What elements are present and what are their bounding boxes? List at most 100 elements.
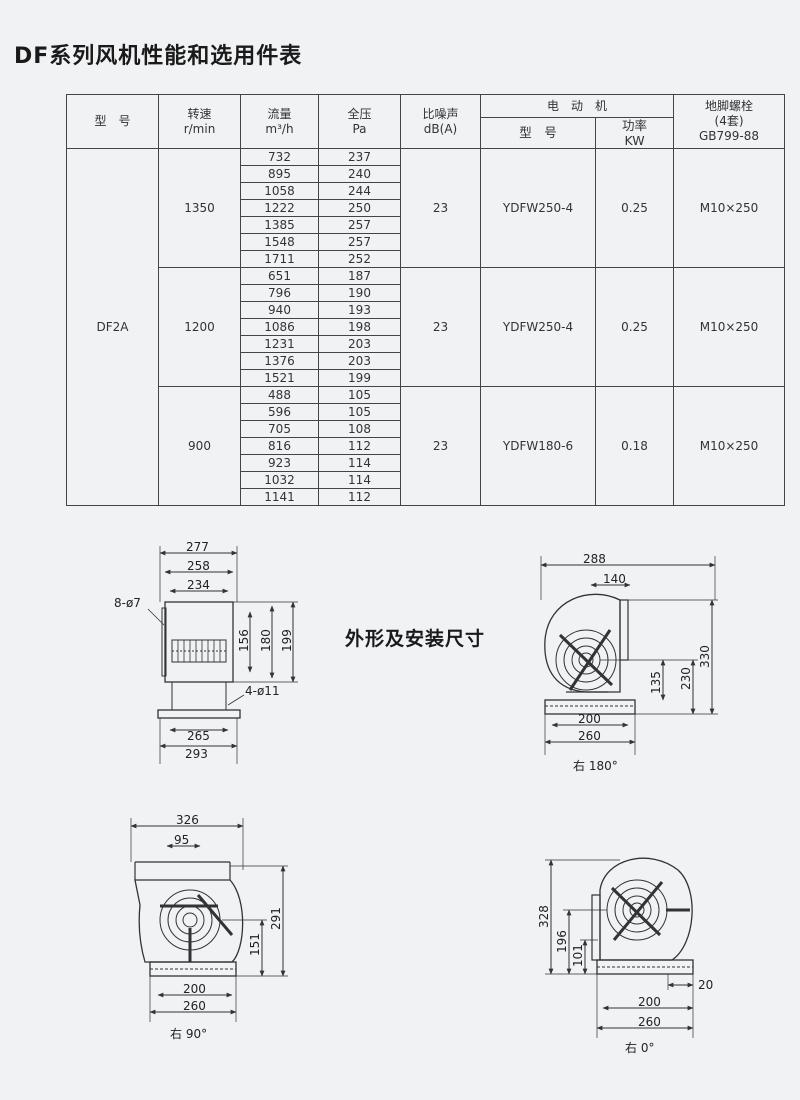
dim-200-c: 200 [638, 995, 661, 1009]
header-bolt: 地脚螺栓 (4套) GB799-88 [673, 94, 786, 149]
cell-pressure: 114 [318, 454, 401, 472]
performance-table: 型 号 转速 r/min 流量 m³/h 全压 Pa 比噪声 dB(A) 电 动… [66, 94, 786, 506]
dim-277: 277 [186, 540, 209, 554]
cell-flow: 651 [240, 267, 319, 285]
dim-200-a: 200 [578, 712, 601, 726]
dim-230: 230 [679, 667, 693, 690]
header-power-unit: KW [624, 133, 645, 148]
dim-199: 199 [280, 629, 294, 652]
cell-speed: 1350 [158, 148, 241, 268]
view-right-180-drawing [540, 556, 718, 755]
dim-95: 95 [174, 833, 189, 847]
header-motor: 电 动 机 [479, 94, 675, 118]
cell-flow: 1086 [240, 318, 319, 336]
cell-flow: 1141 [240, 488, 319, 506]
installation-drawings: 277 258 234 8-ø7 156 180 199 4-ø11 265 2… [114, 540, 718, 1055]
cell-flow: 732 [240, 148, 319, 166]
cell-bolt: M10×250 [673, 148, 786, 268]
cell-flow: 1058 [240, 182, 319, 200]
caption-right-0: 右 0° [625, 1040, 654, 1055]
cell-flow: 940 [240, 301, 319, 319]
cell-bolt: M10×250 [673, 267, 786, 387]
page-title: DF系列风机性能和选用件表 [14, 44, 303, 69]
dim-260-c: 260 [638, 1015, 661, 1029]
dim-140: 140 [603, 572, 626, 586]
cell-pressure: 112 [318, 488, 401, 506]
header-pressure: 全压 Pa [318, 94, 401, 149]
section-title: 外形及安装尺寸 [345, 628, 486, 650]
cell-flow: 1376 [240, 352, 319, 370]
header-model: 型 号 [66, 94, 159, 149]
cell-speed: 900 [158, 386, 241, 506]
cell-noise: 23 [400, 267, 481, 387]
cell-speed: 1200 [158, 267, 241, 387]
cell-bolt: M10×250 [673, 386, 786, 506]
cell-pressure: 203 [318, 352, 401, 370]
dim-265: 265 [187, 729, 210, 743]
cell-noise: 23 [400, 148, 481, 268]
dim-260-b: 260 [183, 999, 206, 1013]
cell-flow: 705 [240, 420, 319, 438]
header-noise: 比噪声 dB(A) [400, 94, 481, 149]
cell-motor-model: YDFW250-4 [480, 267, 596, 387]
cell-noise: 23 [400, 386, 481, 506]
cell-flow: 1521 [240, 369, 319, 387]
cell-pressure: 240 [318, 165, 401, 183]
cell-flow: 1222 [240, 199, 319, 217]
cell-pressure: 198 [318, 318, 401, 336]
caption-right-90: 右 90° [170, 1026, 207, 1041]
header-bolt-std: GB799-88 [698, 129, 760, 143]
header-speed: 转速 r/min [158, 94, 241, 149]
cell-flow: 596 [240, 403, 319, 421]
label-holes-base: 4-ø11 [245, 684, 280, 698]
dim-326: 326 [176, 813, 199, 827]
dim-156: 156 [237, 629, 251, 652]
cell-pressure: 199 [318, 369, 401, 387]
dim-234: 234 [187, 578, 210, 592]
header-bolt-label: 地脚螺栓 [705, 99, 754, 113]
cell-power: 0.18 [594, 386, 675, 506]
dim-151: 151 [248, 933, 262, 956]
header-speed-label: 转速 [187, 106, 212, 121]
header-motor-model: 型 号 [480, 117, 596, 149]
header-pressure-unit: Pa [352, 121, 367, 136]
dim-260-a: 260 [578, 729, 601, 743]
cell-pressure: 203 [318, 335, 401, 353]
cell-motor-model: YDFW180-6 [480, 386, 596, 506]
cell-flow: 1548 [240, 233, 319, 251]
cell-pressure: 237 [318, 148, 401, 166]
header-power: 功率 KW [594, 117, 675, 149]
header-noise-label: 比噪声 [422, 106, 459, 121]
header-flow: 流量 m³/h [240, 94, 319, 149]
cell-pressure: 105 [318, 403, 401, 421]
dim-288: 288 [583, 552, 606, 566]
cell-pressure: 252 [318, 250, 401, 268]
cell-motor-model: YDFW250-4 [480, 148, 596, 268]
header-power-label: 功率 [622, 118, 648, 133]
dim-330: 330 [698, 645, 712, 668]
dim-258: 258 [187, 559, 210, 573]
cell-pressure: 190 [318, 284, 401, 302]
cell-pressure: 193 [318, 301, 401, 319]
cell-flow: 796 [240, 284, 319, 302]
dim-200-b: 200 [183, 982, 206, 996]
cell-pressure: 108 [318, 420, 401, 438]
dim-20: 20 [698, 978, 713, 992]
cell-power: 0.25 [594, 267, 675, 387]
dim-328: 328 [537, 905, 551, 928]
cell-pressure: 244 [318, 182, 401, 200]
cell-flow: 1385 [240, 216, 319, 234]
cell-model: DF2A [66, 148, 159, 506]
